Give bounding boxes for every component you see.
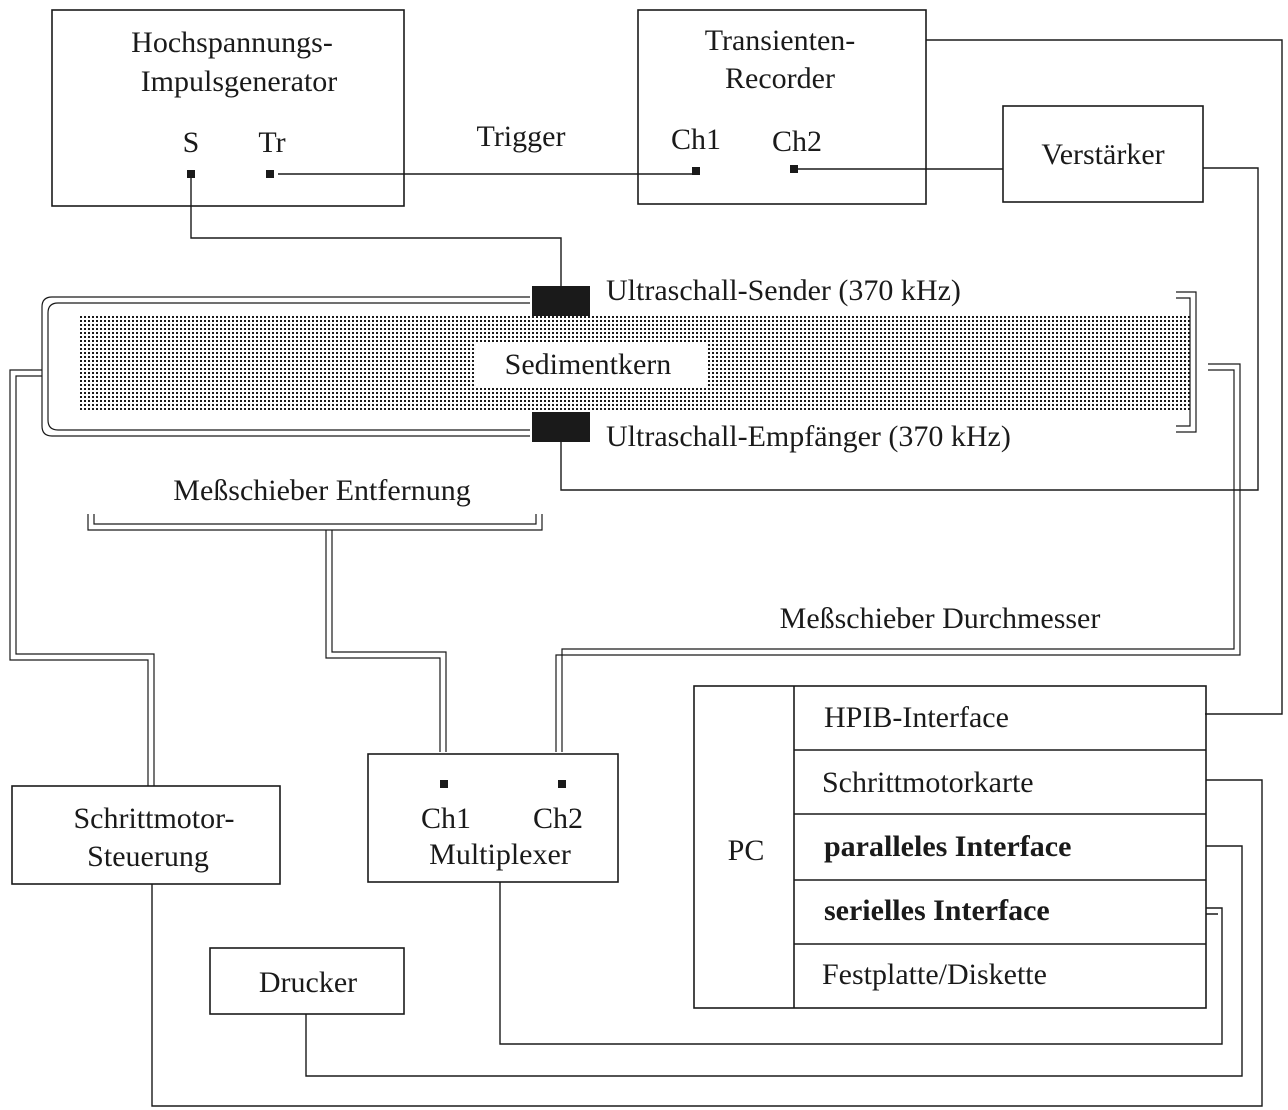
ultrasound-sender [532, 286, 590, 316]
recorder-title-2: Recorder [725, 62, 835, 95]
serial-to-multiplexer-wire [499, 882, 1223, 1045]
pc-slot-stepper-card: Schrittmotorkarte [822, 766, 1034, 799]
mux-ch1-port [440, 780, 448, 788]
core-label: Sedimentkern [505, 348, 672, 381]
pc-slot-storage: Festplatte/Diskette [822, 958, 1047, 991]
recorder-ch2-port [790, 165, 798, 173]
mux-ch2-label: Ch2 [533, 802, 583, 835]
pc-box [693, 685, 1207, 1009]
recorder-to-hpib-wire [926, 39, 1283, 715]
transient-recorder-box [637, 9, 927, 205]
multiplexer-box [367, 753, 619, 883]
caliper-diameter-wire [555, 363, 1241, 752]
parallel-to-printer-wire [305, 845, 1243, 1077]
pc-label: PC [728, 834, 765, 867]
amplifier-label: Verstärker [1041, 138, 1164, 171]
core-end-bracket [1176, 291, 1197, 433]
pc-slot-parallel: paralleles Interface [824, 830, 1071, 863]
stepper-control-title-2: Steuerung [87, 840, 209, 873]
pulse-generator-title-1: Hochspannungs- [131, 26, 333, 59]
core-holder-outer [41, 296, 530, 437]
generator-tr-port [266, 170, 274, 178]
recorder-title-1: Transienten- [705, 24, 856, 57]
printer-box [209, 947, 405, 1015]
mux-name-label: Multiplexer [429, 838, 571, 871]
amplifier-box [1002, 105, 1204, 203]
caliper-distance-label: Meßschieber Entfernung [173, 474, 470, 507]
core-label-background [474, 342, 706, 386]
mux-ch1-label: Ch1 [421, 802, 471, 835]
caliper-distance-bracket [87, 514, 543, 531]
generator-tr-label: Tr [258, 126, 285, 159]
pc-slot-serial: serielles Interface [824, 894, 1050, 927]
s-to-sender-wire [190, 178, 562, 286]
sender-label: Ultraschall-Sender (370 kHz) [606, 274, 961, 307]
pulse-generator-box [51, 9, 405, 207]
recorder-ch1-port [692, 167, 700, 175]
core-holder-inner [47, 302, 530, 431]
stepper-control-box [11, 785, 281, 885]
generator-s-port [187, 170, 195, 178]
trigger-label: Trigger [477, 120, 566, 153]
printer-label: Drucker [259, 966, 357, 999]
pc-slot-hpib: HPIB-Interface [824, 701, 1009, 734]
stepper-control-title-1: Schrittmotor- [73, 802, 234, 835]
stepper-to-core-wire [9, 369, 155, 786]
pulse-generator-title-2: Impulsgenerator [141, 65, 338, 98]
ultrasound-receiver [532, 412, 590, 442]
recorder-ch1-label: Ch1 [671, 123, 721, 156]
recorder-ch2-label: Ch2 [772, 125, 822, 158]
receiver-label: Ultraschall-Empfänger (370 kHz) [606, 420, 1011, 453]
caliper-distance-wire [325, 530, 447, 752]
receiver-to-amplifier-wire [560, 167, 1259, 491]
generator-s-label: S [183, 126, 200, 159]
mux-ch2-port [558, 780, 566, 788]
stepper-card-to-stepper-wire [151, 779, 1263, 1107]
caliper-diameter-label: Meßschieber Durchmesser [780, 602, 1101, 635]
